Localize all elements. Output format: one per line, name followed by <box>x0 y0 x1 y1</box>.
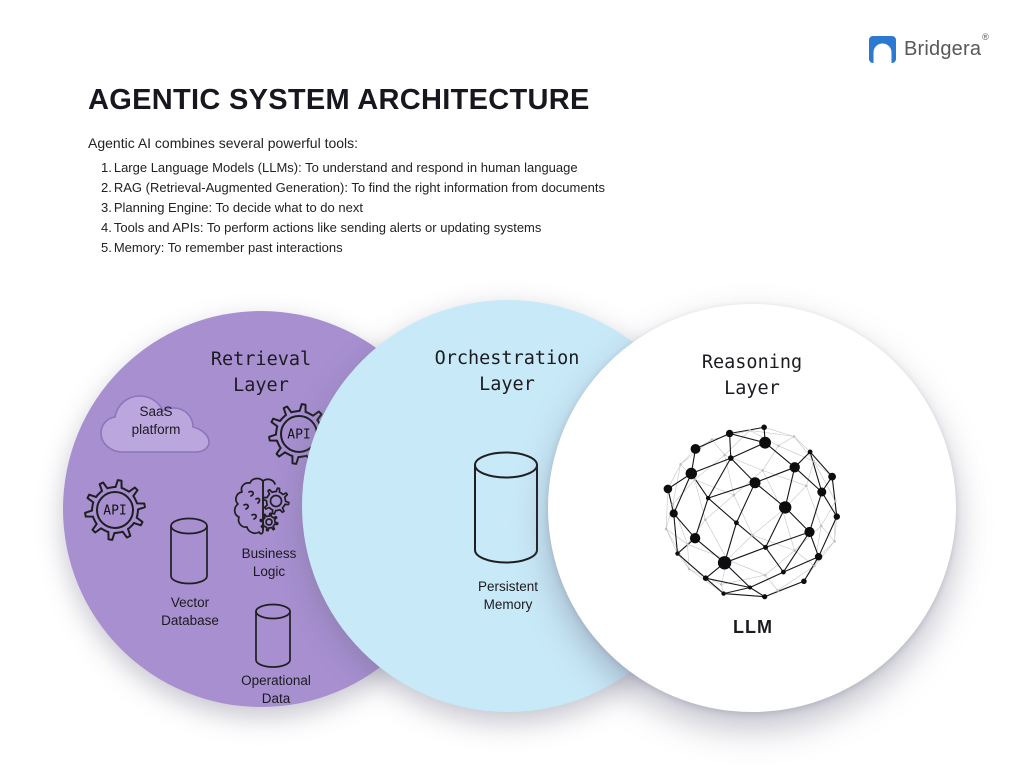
api-gear-icon-left: API <box>84 479 146 541</box>
tool-item-text: Large Language Models (LLMs): To underst… <box>113 160 578 175</box>
tool-item-text: Memory: To remember past interactions <box>113 240 343 255</box>
vector-database-label: Vector Database <box>161 595 219 628</box>
tool-item-number: 5. <box>101 240 112 255</box>
tool-list-item: 4.Tools and APIs: To perform actions lik… <box>101 218 605 238</box>
operational-data-cylinder-icon <box>255 603 291 668</box>
saas-cloud-icon <box>100 395 210 453</box>
saas-platform-label: SaaS platform <box>131 404 181 437</box>
tool-item-text: Planning Engine: To decide what to do ne… <box>113 200 363 215</box>
operational-data-label: Operational Data <box>241 673 311 706</box>
tool-item-number: 1. <box>101 160 112 175</box>
tool-list-item: 1.Large Language Models (LLMs): To under… <box>101 158 605 178</box>
page-title: AGENTIC SYSTEM ARCHITECTURE <box>88 84 590 116</box>
reasoning-layer-circle <box>548 304 956 712</box>
persistent-memory-cylinder-icon <box>474 451 538 564</box>
reasoning-layer-title: Reasoning Layer <box>701 352 803 399</box>
llm-label: LLM <box>733 617 773 637</box>
tool-item-number: 4. <box>101 220 112 235</box>
api-label: API <box>287 428 310 443</box>
api-label: API <box>103 504 126 519</box>
vector-database-cylinder-icon <box>170 517 208 585</box>
orchestration-layer-title: Orchestration Layer <box>434 348 580 395</box>
llm-network-sphere-icon <box>663 424 840 600</box>
tools-list: 1.Large Language Models (LLMs): To under… <box>101 158 605 258</box>
intro-text: Agentic AI combines several powerful too… <box>88 135 359 151</box>
retrieval-layer-title: Retrieval Layer <box>210 349 312 396</box>
tool-list-item: 5.Memory: To remember past interactions <box>101 238 605 258</box>
brand-name: Bridgera® <box>903 32 989 60</box>
persistent-memory-label: Persistent Memory <box>477 579 539 612</box>
tool-list-item: 2.RAG (Retrieval-Augmented Generation): … <box>101 178 605 198</box>
tool-list-item: 3.Planning Engine: To decide what to do … <box>101 198 605 218</box>
business-logic-label: Business Logic <box>241 546 297 579</box>
brand-logo: Bridgera® <box>868 32 989 63</box>
tool-item-text: Tools and APIs: To perform actions like … <box>113 220 542 235</box>
business-logic-brain-gear-icon <box>233 477 290 535</box>
tool-item-number: 2. <box>101 180 112 195</box>
tool-item-number: 3. <box>101 200 112 215</box>
tool-item-text: RAG (Retrieval-Augmented Generation): To… <box>113 180 605 195</box>
bridgera-bridge-icon <box>868 36 896 63</box>
registered-mark: ® <box>982 32 989 42</box>
